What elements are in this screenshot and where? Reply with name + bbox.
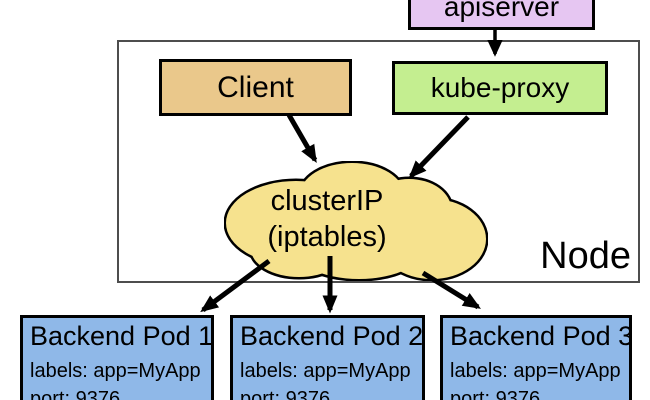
pod-2-labels: labels: app=MyApp (240, 360, 411, 382)
cluster-ip-label: clusterIP (iptables) (224, 183, 430, 255)
backend-pod-2: Backend Pod 2 labels: app=MyApp port: 93… (230, 315, 425, 400)
cluster-ip-cloud: clusterIP (iptables) (224, 161, 488, 281)
backend-pod-3: Backend Pod 3 labels: app=MyApp port: 93… (440, 315, 634, 400)
apiserver-box: apiserver (408, 0, 595, 30)
client-box: Client (159, 59, 352, 116)
pod-2-port: port: 9376 (240, 388, 331, 400)
kube-proxy-label: kube-proxy (430, 72, 570, 103)
cluster-ip-line2: (iptables) (267, 221, 387, 253)
node-boundary-box (117, 40, 640, 283)
backend-pod-1: Backend Pod 1 labels: app=MyApp port: 93… (20, 315, 214, 400)
pod-1-labels: labels: app=MyApp (30, 360, 201, 382)
cluster-ip-line1: clusterIP (270, 185, 384, 217)
pod-3-port: port: 9376 (450, 388, 541, 400)
pod-1-port: port: 9376 (30, 388, 121, 400)
pod-1-title: Backend Pod 1 (30, 321, 214, 351)
pod-2-title: Backend Pod 2 (240, 321, 424, 351)
kube-proxy-box: kube-proxy (392, 61, 608, 115)
pod-3-title: Backend Pod 3 (450, 321, 634, 351)
node-label: Node (540, 235, 631, 277)
apiserver-label: apiserver (443, 0, 560, 22)
pod-3-labels: labels: app=MyApp (450, 360, 621, 382)
cloud-shape-icon (224, 161, 488, 281)
client-label: Client (217, 70, 294, 104)
